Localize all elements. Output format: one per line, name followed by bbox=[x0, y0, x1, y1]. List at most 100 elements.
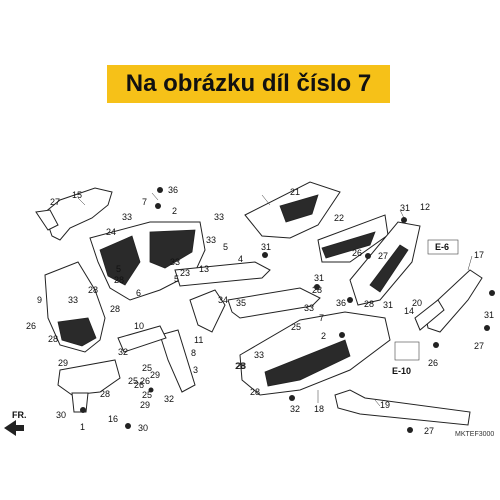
part-11-strip bbox=[159, 329, 196, 393]
part-24-dark-b bbox=[149, 229, 196, 269]
callout: 28 bbox=[88, 285, 98, 295]
callout: 18 bbox=[314, 404, 324, 414]
callout: 33 bbox=[68, 295, 78, 305]
callout: 27 bbox=[378, 251, 388, 261]
callout: 32 bbox=[290, 404, 300, 414]
callout: 20 bbox=[412, 298, 422, 308]
callout: 21 bbox=[290, 187, 300, 197]
callout: 16 bbox=[108, 414, 118, 424]
callout: 28 bbox=[364, 299, 374, 309]
ref-box-e6 bbox=[427, 239, 459, 255]
callout: 5 bbox=[223, 242, 228, 252]
callout: 27 bbox=[50, 197, 60, 207]
callout: 29 bbox=[150, 370, 160, 380]
callout: 8 bbox=[191, 348, 196, 358]
callout: 3 bbox=[193, 365, 198, 375]
callout: 31 bbox=[314, 273, 324, 283]
callout: 33 bbox=[254, 350, 264, 360]
callout: 28 bbox=[236, 361, 246, 371]
callout: 11 bbox=[194, 335, 203, 345]
callout: 33 bbox=[170, 257, 180, 267]
part-12-dark bbox=[369, 244, 409, 293]
callout: 4 bbox=[238, 254, 243, 264]
callout: 27 bbox=[424, 426, 434, 436]
callout: 29 bbox=[58, 358, 68, 368]
callout: 22 bbox=[334, 213, 344, 223]
callout: 33 bbox=[304, 303, 314, 313]
part-8-strip bbox=[117, 325, 167, 353]
callout: 23 bbox=[180, 268, 190, 278]
part-9-dark-panel bbox=[57, 317, 97, 347]
callout: 30 bbox=[56, 410, 66, 420]
callout: 19 bbox=[380, 400, 390, 410]
part-15-panel bbox=[43, 187, 113, 241]
callout: 26 bbox=[352, 248, 362, 258]
callout: 33 bbox=[214, 212, 224, 222]
callout: 25 bbox=[128, 376, 138, 386]
part-10-panel bbox=[57, 359, 121, 396]
callout: 28 bbox=[114, 275, 124, 285]
callout: 5 bbox=[116, 264, 121, 274]
callout: 30 bbox=[138, 423, 148, 433]
part-20-bracket bbox=[414, 299, 445, 331]
callout: 31 bbox=[261, 242, 271, 252]
part-17-panel bbox=[424, 269, 483, 333]
part-4-bar bbox=[174, 261, 271, 287]
callout: 28 bbox=[48, 334, 58, 344]
front-arrow-icon bbox=[4, 420, 24, 436]
callout: 32 bbox=[118, 347, 128, 357]
callout: 7 bbox=[319, 313, 324, 323]
part-18-dark bbox=[264, 339, 351, 387]
callout: 28 bbox=[235, 361, 245, 371]
callout: 28 bbox=[312, 285, 322, 295]
part-12-frame bbox=[349, 221, 421, 306]
callout: 7 bbox=[142, 197, 147, 207]
callout: 35 bbox=[236, 298, 246, 308]
callout: 36 bbox=[168, 185, 178, 195]
callout: 26 bbox=[26, 321, 36, 331]
ref-e6: E-6 bbox=[435, 242, 449, 252]
part-6-mount bbox=[227, 287, 321, 319]
part-24-dark bbox=[99, 235, 141, 286]
callout: 10 bbox=[134, 321, 144, 331]
front-label: FR. bbox=[12, 410, 27, 420]
callout: 17 bbox=[474, 250, 484, 260]
callout: 15 bbox=[72, 190, 82, 200]
callout: 25 bbox=[291, 322, 301, 332]
callout: 6 bbox=[136, 288, 141, 298]
part-22-dark bbox=[321, 231, 376, 259]
callout: 26 bbox=[134, 380, 144, 390]
leader-lines bbox=[77, 192, 473, 407]
callout: 28 bbox=[250, 387, 260, 397]
callout: 31 bbox=[484, 310, 494, 320]
callout: 2 bbox=[321, 331, 326, 341]
callout: 25 bbox=[142, 363, 152, 373]
callout: 1 bbox=[80, 422, 85, 432]
callout: 5 bbox=[174, 274, 179, 284]
callout: 25 bbox=[142, 390, 152, 400]
callout: 27 bbox=[474, 341, 484, 351]
ref-box-e10 bbox=[394, 341, 420, 361]
callout: 28 bbox=[110, 304, 120, 314]
part-19-strip bbox=[334, 389, 471, 426]
callout: 13 bbox=[199, 264, 209, 274]
fasteners bbox=[80, 187, 495, 433]
callout: 33 bbox=[206, 235, 216, 245]
part-34-bracket bbox=[189, 289, 226, 333]
part-27-clip bbox=[35, 209, 59, 231]
callout: 12 bbox=[420, 202, 430, 212]
callout: 9 bbox=[37, 295, 42, 305]
callout: 33 bbox=[122, 212, 132, 222]
callout: 2 bbox=[172, 206, 177, 216]
banner-title: Na obrázku díl číslo 7 bbox=[125, 70, 372, 97]
callout-labels: 15 27 36 7 2 24 33 33 33 33 5 5 4 31 13 … bbox=[26, 185, 494, 436]
drawing-code: MKTEF3000 bbox=[455, 431, 494, 438]
callout: 36 bbox=[336, 298, 346, 308]
part-21-dark bbox=[279, 194, 319, 223]
ref-e10: E-10 bbox=[392, 366, 411, 376]
callout: 29 bbox=[140, 400, 150, 410]
title-banner: Na obrázku díl číslo 7 bbox=[107, 65, 390, 103]
callout: 31 bbox=[383, 300, 393, 310]
callout: 24 bbox=[106, 227, 116, 237]
